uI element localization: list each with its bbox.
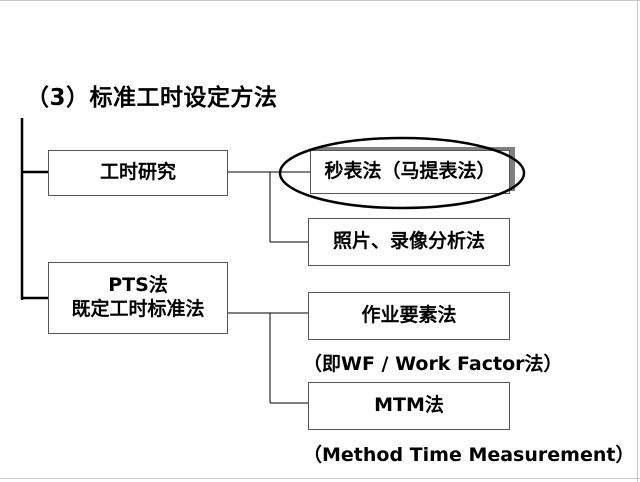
time-study-label: 工时研究 bbox=[99, 161, 176, 184]
work-factor-label: 作业要素法 bbox=[361, 304, 457, 327]
time-study-box: 工时研究 bbox=[48, 150, 228, 196]
pts-box: PTS法 既定工时标准法 bbox=[48, 262, 228, 334]
wf-note: （即WF / Work Factor法） bbox=[303, 353, 563, 375]
pts-label-line1: PTS法 bbox=[108, 274, 168, 297]
mtm-box: MTM法 bbox=[308, 382, 510, 430]
stopwatch-method-box: 秒表法（马提表法） bbox=[310, 150, 510, 194]
photo-video-box: 照片、录像分析法 bbox=[308, 218, 510, 266]
mtm-note: （Method Time Measurement） bbox=[303, 444, 635, 466]
page-title: （3）标准工时设定方法 bbox=[26, 85, 278, 111]
work-factor-box: 作业要素法 bbox=[308, 292, 510, 340]
mtm-label: MTM法 bbox=[374, 394, 444, 417]
stopwatch-method-label: 秒表法（马提表法） bbox=[324, 160, 496, 183]
pts-label-line2: 既定工时标准法 bbox=[71, 298, 205, 320]
frame-right-line bbox=[637, 0, 638, 482]
frame-bottom-line bbox=[0, 478, 640, 479]
photo-video-label: 照片、录像分析法 bbox=[332, 230, 485, 253]
frame-top-line bbox=[0, 0, 640, 1]
